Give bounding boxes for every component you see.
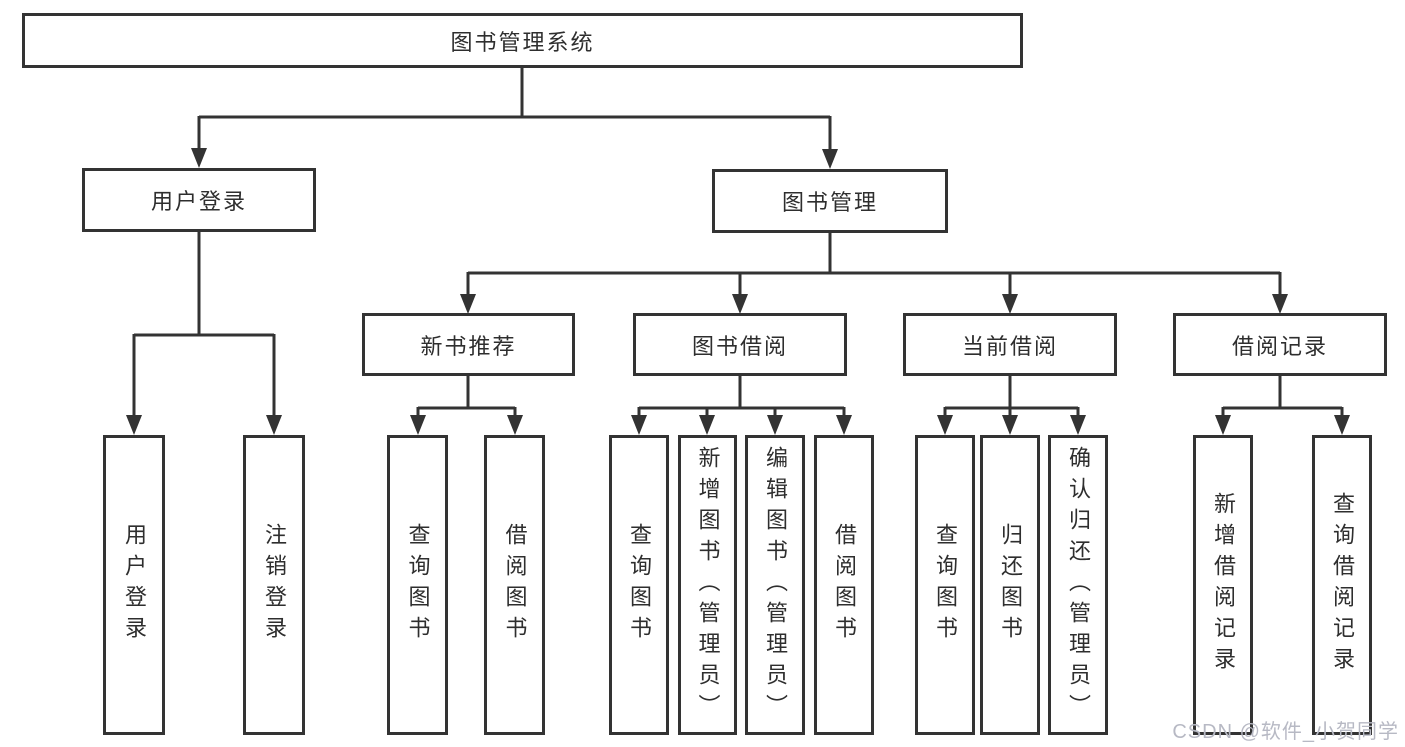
node-book-management: 图书管理 <box>712 169 948 233</box>
leaf-borrowing-borrow-books: 借阅图书 <box>814 435 874 735</box>
leaf-newbooks-borrow-books-label: 借阅图书 <box>502 523 528 647</box>
node-user-login-label: 用户登录 <box>150 189 247 214</box>
node-book-borrowing-label: 图书借阅 <box>691 333 788 359</box>
leaf-user-login: 用户登录 <box>103 435 165 735</box>
leaf-logout-label: 注销登录 <box>262 523 287 647</box>
leaf-newbooks-borrow-books: 借阅图书 <box>484 435 545 735</box>
node-library-system: 图书管理系统 <box>22 13 1023 68</box>
leaf-return-books-label: 归还图书 <box>998 523 1023 647</box>
node-book-management-label: 图书管理 <box>781 190 878 215</box>
node-book-borrowing: 图书借阅 <box>633 313 847 376</box>
leaf-add-borrow-record: 新增借阅记录 <box>1193 435 1253 735</box>
leaf-borrowing-borrow-books-label: 借阅图书 <box>832 523 857 647</box>
leaf-user-login-label: 用户登录 <box>122 523 147 647</box>
node-current-borrowing: 当前借阅 <box>903 313 1117 376</box>
leaf-query-borrow-record: 查询借阅记录 <box>1312 435 1372 735</box>
node-user-login: 用户登录 <box>82 168 316 232</box>
leaf-edit-book-admin-label: 编辑图书（管理员） <box>763 445 788 725</box>
leaf-query-borrow-record-label: 查询借阅记录 <box>1330 492 1355 678</box>
leaf-newbooks-query-books: 查询图书 <box>387 435 448 735</box>
leaf-confirm-return-admin: 确认归还（管理员） <box>1048 435 1108 735</box>
leaf-add-borrow-record-label: 新增借阅记录 <box>1211 492 1236 678</box>
node-current-borrowing-label: 当前借阅 <box>961 333 1058 359</box>
leaf-return-books: 归还图书 <box>980 435 1040 735</box>
arrow-down-icons <box>126 148 1350 435</box>
leaf-borrowing-query-books: 查询图书 <box>609 435 669 735</box>
leaf-edit-book-admin: 编辑图书（管理员） <box>745 435 805 735</box>
leaf-add-book-admin-label: 新增图书（管理员） <box>695 445 721 725</box>
leaf-add-book-admin: 新增图书（管理员） <box>678 435 737 735</box>
leaf-newbooks-query-books-label: 查询图书 <box>405 523 431 647</box>
node-new-book-recommend: 新书推荐 <box>362 313 575 376</box>
node-borrowing-records-label: 借阅记录 <box>1231 333 1328 359</box>
leaf-current-query-books-label: 查询图书 <box>933 523 958 647</box>
node-library-system-label: 图书管理系统 <box>450 29 595 55</box>
leaf-confirm-return-admin-label: 确认归还（管理员） <box>1066 445 1091 725</box>
leaf-borrowing-query-books-label: 查询图书 <box>627 523 652 647</box>
leaf-current-query-books: 查询图书 <box>915 435 975 735</box>
leaf-logout: 注销登录 <box>243 435 305 735</box>
node-new-book-recommend-label: 新书推荐 <box>420 333 517 359</box>
node-borrowing-records: 借阅记录 <box>1173 313 1387 376</box>
csdn-watermark: CSDN @软件_小贺同学 <box>1172 721 1399 743</box>
